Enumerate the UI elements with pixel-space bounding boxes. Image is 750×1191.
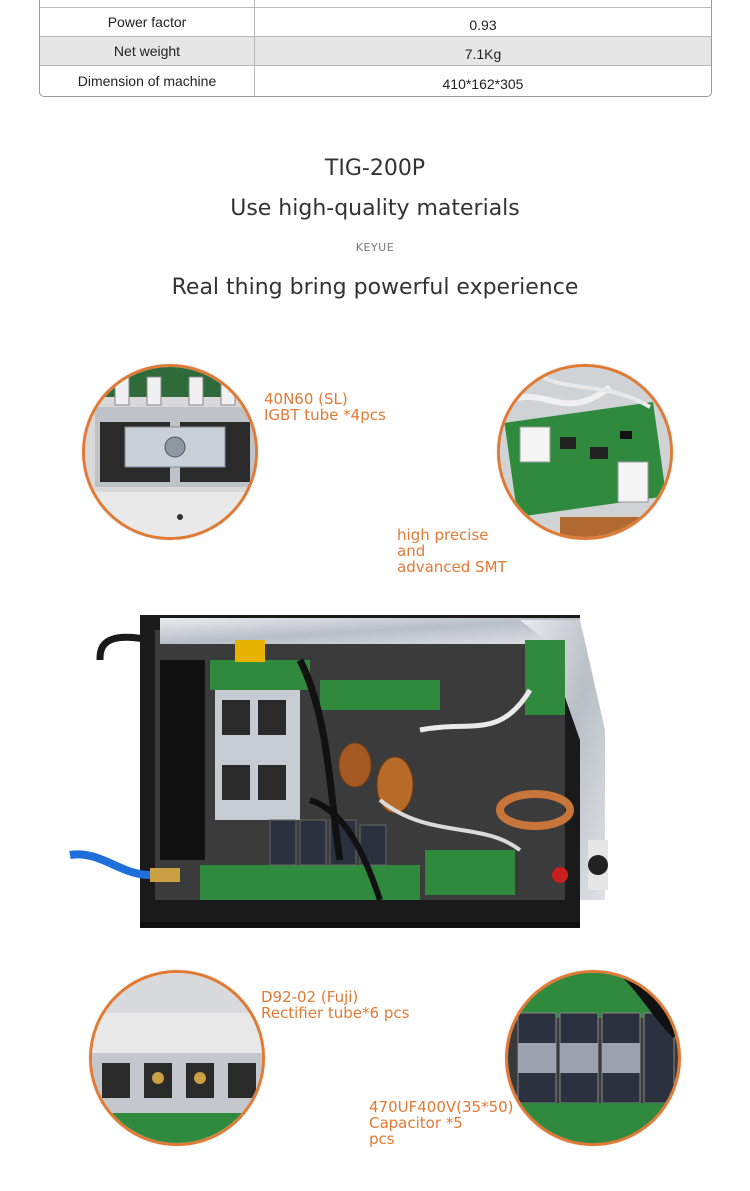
table-row: Dimension of machine 410*162*305 [40,65,711,96]
table-row: Net weight 7.1Kg [40,36,711,65]
callout-line: D92-02 (Fuji) [261,988,359,1006]
rectifier-zoom-image [89,970,265,1146]
callout-line: Rectifier tube*6 pcs [261,1004,410,1022]
callout-line: advanced SMT [397,558,507,576]
callout-line: high precise [397,526,489,544]
spec-value [255,0,711,7]
capacitor-zoom-image [505,970,681,1146]
igbt-callout: 40N60 (SL) IGBT tube *4pcs [264,391,386,423]
spec-label [40,0,255,7]
spec-value: 7.1Kg [255,37,711,65]
callout-line: 40N60 (SL) [264,390,348,408]
spec-value: 410*162*305 [442,76,524,92]
igbt-zoom-image [82,364,258,540]
callout-line: 470UF400V(35*50) [369,1098,514,1116]
smt-board-zoom-image [497,364,673,540]
welder-interior-image [0,600,750,960]
rectifier-callout: D92-02 (Fuji) Rectifier tube*6 pcs [261,989,409,1021]
spec-label: Net weight [40,37,255,65]
callout-line: IGBT tube *4pcs [264,406,386,424]
smt-callout: high precise and advanced SMT [397,527,507,575]
table-row [40,0,711,7]
tagline: Real thing bring powerful experience [171,275,579,300]
callout-line: pcs [369,1130,395,1148]
brand-label: KEYUE [355,241,395,254]
callout-line: Capacitor *5 [369,1114,463,1132]
spec-table: Power factor 0.93 Net weight 7.1Kg Dimen… [39,0,712,97]
table-row: Power factor 0.93 [40,7,711,36]
callout-line: and [397,542,426,560]
capacitor-callout: 470UF400V(35*50) Capacitor *5 pcs [369,1099,514,1147]
section-subtitle: Use high-quality materials [230,196,520,221]
spec-label: Power factor [40,8,255,36]
model-title: TIG-200P [324,156,426,181]
spec-label: Dimension of machine [40,66,255,96]
spec-value: 0.93 [469,17,497,33]
